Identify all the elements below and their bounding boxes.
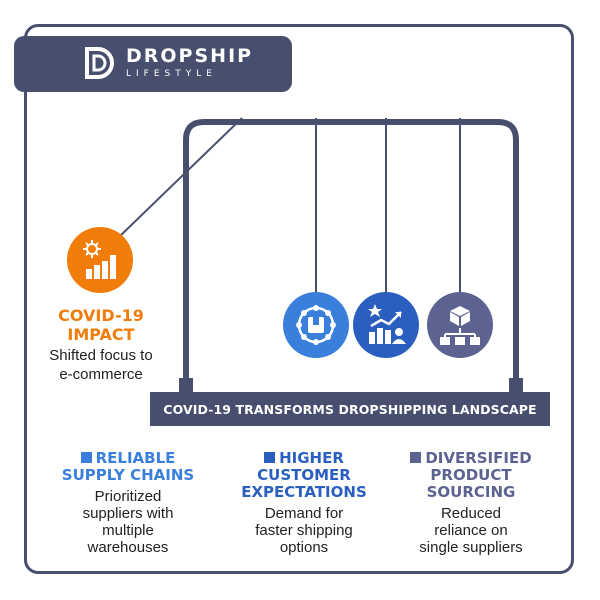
logo-banner: DROPSHIP LIFESTYLE (14, 36, 292, 92)
covid-desc-line: Shifted focus to (49, 347, 153, 364)
title-line: SOURCING (426, 483, 516, 501)
title-line: HIGHER (279, 449, 344, 467)
transformation-banner: COVID-19 TRANSFORMS DROPSHIPPING LANDSCA… (150, 392, 550, 426)
title-line: EXPECTATIONS (241, 483, 367, 501)
logo-wordmark: DROPSHIP (126, 45, 254, 67)
title-line: DIVERSIFIED (425, 449, 532, 467)
column-description: Demand for faster shipping options (219, 505, 389, 556)
customer-expectations-ball (353, 292, 419, 358)
column-description: Prioritized suppliers with multiple ware… (43, 488, 213, 556)
desc-line: warehouses (87, 539, 169, 556)
desc-line: Prioritized (94, 488, 162, 505)
box-distribution-icon (440, 306, 480, 345)
dropship-logo-icon (85, 47, 114, 79)
covid-impact-ball (67, 227, 133, 293)
rising-chart-customer-icon (368, 304, 406, 344)
covid-title-line: IMPACT (67, 325, 135, 344)
desc-line: Reduced (440, 505, 502, 522)
desc-line: suppliers with (82, 505, 174, 522)
desc-line: single suppliers (419, 539, 523, 556)
desc-line: options (279, 539, 329, 556)
logo-tagline: LIFESTYLE (126, 69, 217, 79)
desc-line: faster shipping (255, 522, 353, 539)
column-title: HIGHER CUSTOMER EXPECTATIONS (219, 450, 389, 501)
title-line: CUSTOMER (257, 466, 351, 484)
covid-impact-description: Shifted focus to e-commerce (28, 346, 174, 384)
supply-chain-column: RELIABLE SUPPLY CHAINS Prioritized suppl… (43, 450, 213, 557)
title-line: PRODUCT (430, 466, 512, 484)
column-title: DIVERSIFIED PRODUCT SOURCING (386, 450, 556, 501)
supply-chain-ball (283, 292, 349, 358)
gear-bar-chart-icon (83, 240, 116, 279)
warehouse-network-icon (296, 305, 336, 345)
desc-line: multiple (102, 522, 154, 539)
column-description: Reduced reliance on single suppliers (386, 505, 556, 556)
covid-title-line: COVID-19 (58, 306, 144, 325)
product-sourcing-column: DIVERSIFIED PRODUCT SOURCING Reduced rel… (386, 450, 556, 556)
title-line: RELIABLE (95, 449, 176, 467)
column-title: RELIABLE SUPPLY CHAINS (43, 450, 213, 484)
desc-line: reliance on (434, 522, 508, 539)
product-sourcing-ball (427, 292, 493, 358)
square-bullet-icon (264, 452, 276, 463)
title-line: SUPPLY CHAINS (61, 466, 195, 484)
covid-desc-line: e-commerce (59, 366, 143, 383)
covid-impact-title: COVID-19 IMPACT (30, 306, 172, 344)
square-bullet-icon (80, 452, 92, 463)
customer-expectations-column: HIGHER CUSTOMER EXPECTATIONS Demand for … (219, 450, 389, 557)
desc-line: Demand for (264, 505, 344, 522)
square-bullet-icon (410, 452, 422, 463)
